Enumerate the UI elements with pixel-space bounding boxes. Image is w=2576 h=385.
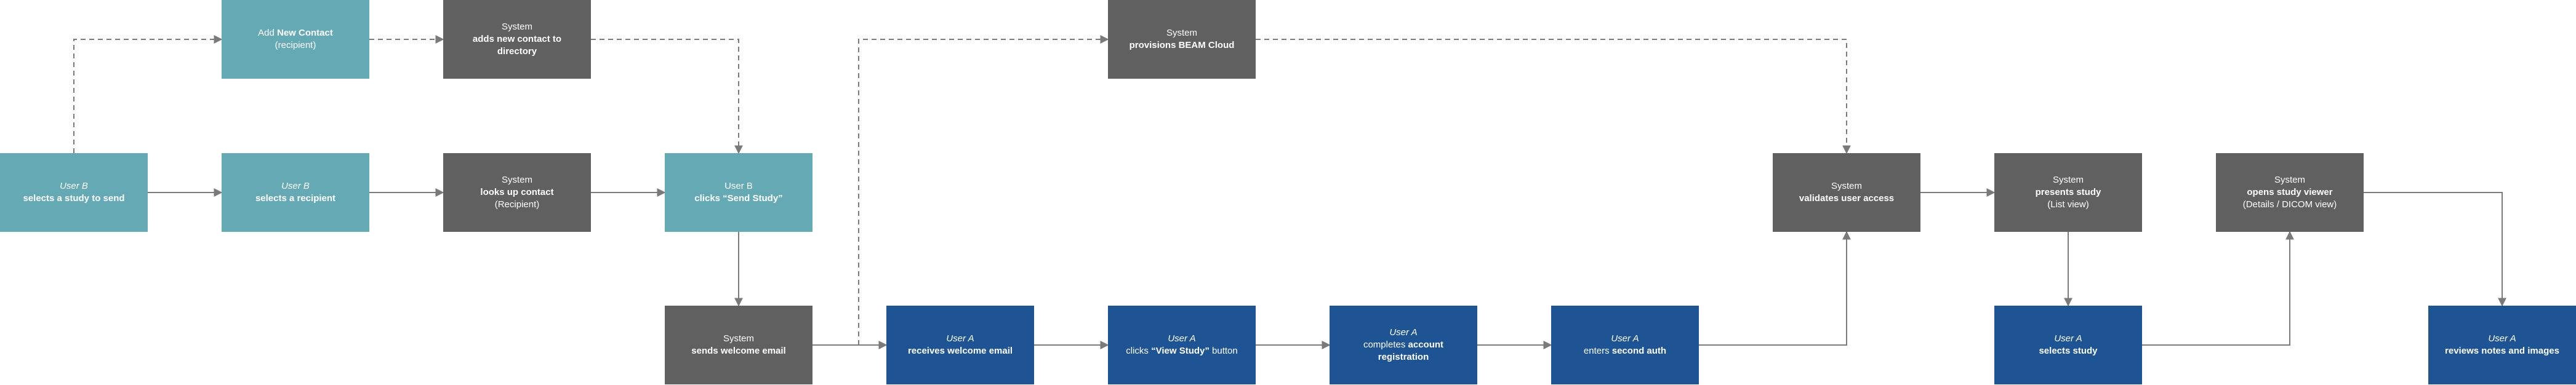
user-b-select-recipient-node: User B selects a recipient <box>222 153 369 232</box>
node-action: selects study <box>2039 346 2098 356</box>
system-welcome-email-node: System sends welcome email <box>665 306 813 384</box>
user-a-receives-email-node: User A receives welcome email <box>886 306 1034 384</box>
node-action: adds new contact to directory <box>472 34 562 57</box>
node-label: button <box>1209 346 1238 356</box>
node-label: enters <box>1583 346 1612 356</box>
connector-arrow <box>2142 231 2294 346</box>
node-actor: System <box>501 175 532 185</box>
node-actor: User A <box>1168 333 1196 344</box>
system-looks-up-node: System looks up contact (Recipient) <box>443 153 591 232</box>
system-beam-cloud-node: System provisions BEAM Cloud <box>1108 0 1256 79</box>
node-action: New Contact <box>277 28 333 38</box>
user-a-registration-node: User A completes account registration <box>1330 306 1477 384</box>
node-actor: System <box>501 22 532 32</box>
user-a-view-study-node: User A clicks “View Study” button <box>1108 306 1256 384</box>
node-actor: User A <box>946 333 974 344</box>
node-actor: System <box>723 333 754 344</box>
node-actor: System <box>2274 175 2305 185</box>
node-action: looks up contact <box>480 187 554 197</box>
node-actor: User B <box>724 181 753 191</box>
system-opens-viewer-node: System opens study viewer (Details / DIC… <box>2216 153 2364 232</box>
system-adds-contact-node: System adds new contact to directory <box>443 0 591 79</box>
node-action: selects a study to send <box>23 193 125 204</box>
node-action: selects a recipient <box>255 193 336 204</box>
system-presents-study-node: System presents study (List view) <box>1994 153 2142 232</box>
user-b-select-study-node: User B selects a study to send <box>0 153 148 232</box>
node-label: Add <box>258 28 277 38</box>
user-a-reviews-node: User A reviews notes and images <box>2428 306 2576 384</box>
dashed-connector-arrow <box>591 39 743 154</box>
node-action: provisions BEAM Cloud <box>1129 40 1235 50</box>
node-action: opens study viewer <box>2247 187 2333 197</box>
node-action: account registration <box>1378 339 1444 362</box>
node-action: second auth <box>1611 346 1667 356</box>
node-action: “View Study” <box>1151 346 1210 356</box>
node-action: reviews notes and images <box>2445 346 2559 356</box>
connector-arrow <box>2364 192 2506 307</box>
node-actor: User A <box>2488 333 2516 344</box>
user-a-selects-study-node: User A selects study <box>1994 306 2142 384</box>
system-validates-node: System validates user access <box>1773 153 1920 232</box>
node-actor: System <box>1166 28 1197 38</box>
node-action: receives welcome email <box>907 346 1013 356</box>
connector-arrow <box>1699 231 1851 346</box>
node-actor: System <box>1831 181 1862 191</box>
node-action: presents study <box>2035 187 2101 197</box>
node-label: clicks <box>1126 346 1152 356</box>
user-a-second-auth-node: User A enters second auth <box>1551 306 1699 384</box>
user-b-send-study-node: User B clicks “Send Study” <box>665 153 813 232</box>
node-action: sends welcome email <box>691 346 786 356</box>
node-action: validates user access <box>1799 193 1895 204</box>
node-action: clicks “Send Study” <box>694 193 783 204</box>
node-detail: (List view) <box>2047 199 2089 210</box>
node-detail: (Recipient) <box>494 199 540 210</box>
node-actor: User B <box>60 181 88 191</box>
node-actor: User A <box>1611 333 1639 344</box>
node-label: completes <box>1363 339 1408 350</box>
dashed-connector-arrow <box>858 35 1109 345</box>
node-detail: (recipient) <box>275 40 316 50</box>
add-new-contact-node: Add New Contact (recipient) <box>222 0 369 79</box>
node-detail: (Details / DICOM view) <box>2242 199 2337 210</box>
node-actor: System <box>2052 175 2084 185</box>
node-actor: User B <box>281 181 310 191</box>
node-actor: User A <box>2054 333 2082 344</box>
node-actor: User A <box>1389 327 1418 338</box>
dashed-connector-arrow <box>1256 39 1851 154</box>
dashed-connector-arrow <box>73 35 223 153</box>
